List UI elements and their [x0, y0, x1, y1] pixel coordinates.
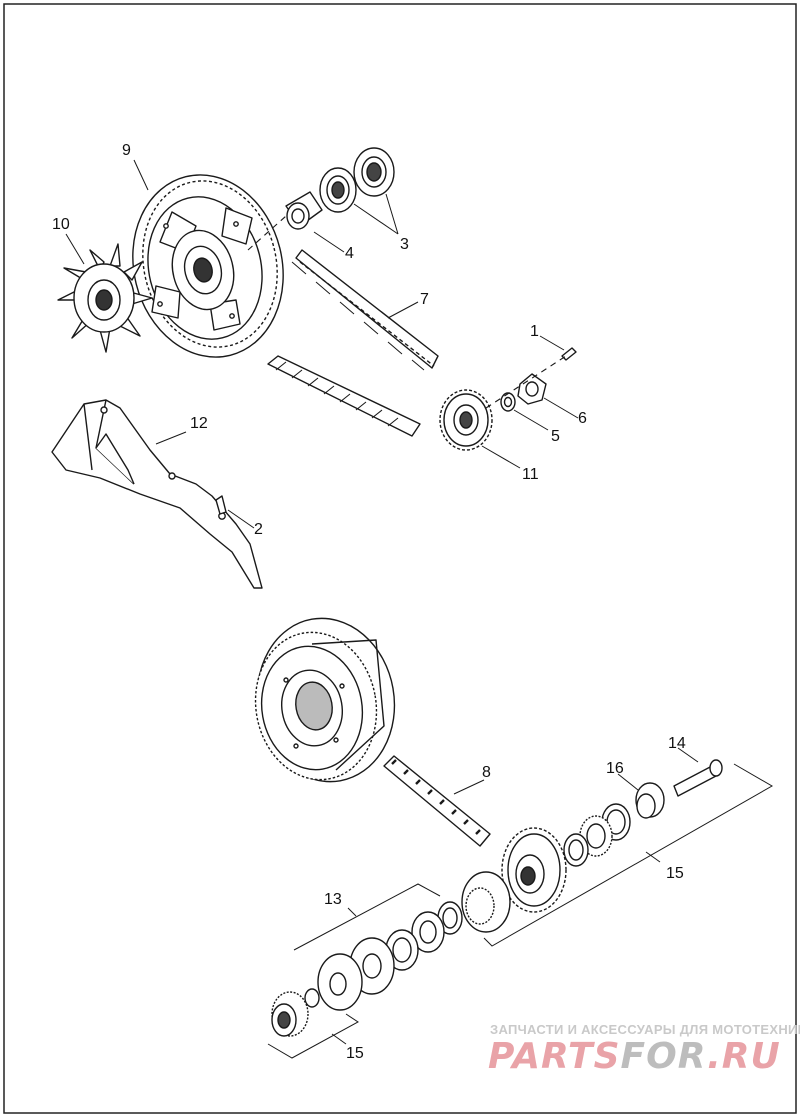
- part-4-spacer[interactable]: [285, 191, 323, 230]
- callout-11: 11: [522, 466, 539, 483]
- callout-13: 13: [324, 891, 342, 908]
- part-6-lock-plate[interactable]: [517, 373, 547, 405]
- part-10-deflector[interactable]: [57, 243, 153, 353]
- part-9-pulley[interactable]: [114, 159, 302, 373]
- callout-16: 16: [606, 760, 624, 777]
- callout-7: 7: [420, 291, 429, 308]
- watermark-tagline: ЗАПЧАСТИ И АКСЕССУАРЫ ДЛЯ МОТОТЕХНИКИ: [490, 1022, 800, 1037]
- part-12-bracket[interactable]: [51, 399, 263, 589]
- part-3-bearings[interactable]: [319, 147, 395, 213]
- part-11-transmission-pulley[interactable]: [439, 389, 493, 451]
- callout-12: 12: [190, 415, 208, 432]
- part-2-screw[interactable]: [215, 495, 227, 515]
- upper-assembly: [51, 147, 577, 589]
- diagram-border: [3, 3, 797, 1114]
- callout-15-lower: 15: [346, 1045, 364, 1062]
- watermark: ЗАПЧАСТИ И АКСЕССУАРЫ ДЛЯ МОТОТЕХНИКИ PA…: [488, 1022, 800, 1077]
- callout-10: 10: [52, 216, 70, 233]
- callout-15-upper: 15: [666, 865, 684, 882]
- watermark-logo-parts: PARTS: [488, 1036, 621, 1077]
- watermark-logo: PARTSFOR.RU: [488, 1036, 781, 1077]
- callout-9: 9: [122, 142, 131, 159]
- callout-1: 1: [530, 323, 539, 340]
- callout-2: 2: [254, 521, 263, 538]
- callout-5: 5: [551, 428, 560, 445]
- part-13-plates[interactable]: [304, 901, 463, 1011]
- callout-6: 6: [578, 410, 587, 427]
- part-7-belt-guard[interactable]: [291, 249, 439, 371]
- leader-lines: [65, 159, 774, 1059]
- callout-8: 8: [482, 764, 491, 781]
- watermark-logo-for: FOR: [621, 1036, 708, 1077]
- part-15-washers-upper[interactable]: [563, 803, 631, 867]
- part-1-screw[interactable]: [561, 347, 577, 361]
- part-7-lower-rail[interactable]: [267, 355, 421, 437]
- part-14-bolt[interactable]: [673, 759, 723, 797]
- part-5-nut[interactable]: [500, 392, 516, 412]
- sprocket[interactable]: [501, 827, 567, 913]
- watermark-logo-ru: .RU: [707, 1036, 781, 1077]
- part-16-hub[interactable]: [635, 782, 665, 819]
- part-8-chain[interactable]: [383, 755, 491, 847]
- callouts: 9 10 4 3 7 1 6 5 11 12 2 8 14 16 15 13 1…: [52, 142, 686, 1062]
- callout-14: 14: [668, 735, 686, 752]
- callout-3: 3: [400, 236, 409, 253]
- part-15-splined-hub[interactable]: [271, 991, 309, 1037]
- lower-assembly: [244, 607, 723, 1037]
- callout-4: 4: [345, 245, 354, 262]
- clutch-assembly[interactable]: [244, 607, 407, 792]
- spline-collar[interactable]: [461, 871, 511, 933]
